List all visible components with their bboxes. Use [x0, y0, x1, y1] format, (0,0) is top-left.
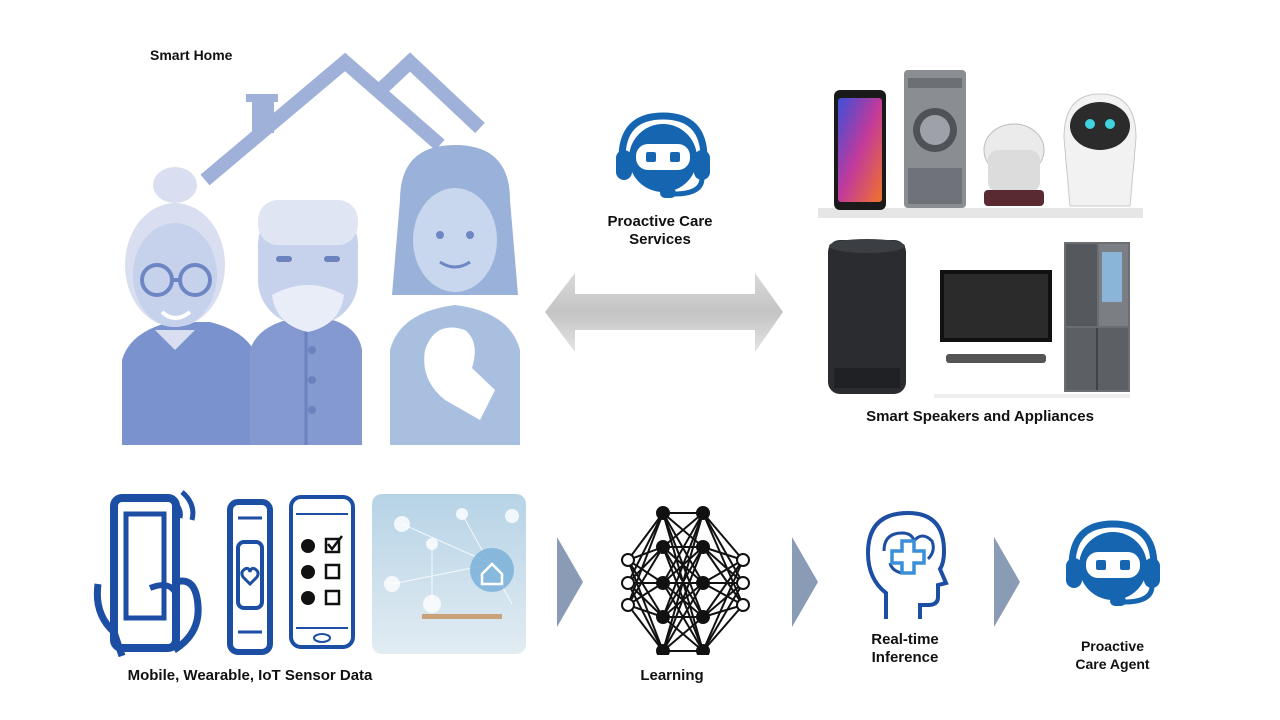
neuron-node	[696, 540, 710, 554]
care-agent-headset-icon	[608, 108, 718, 203]
iot-smart-home-image	[372, 494, 526, 654]
inference-line1: Real-time	[871, 631, 939, 648]
neuron-node	[621, 598, 635, 612]
mother-with-baby-icon	[390, 145, 520, 445]
television-icon	[934, 270, 1130, 398]
neuron-node	[736, 576, 750, 590]
neuron-node	[736, 598, 750, 612]
smart-speakers-label: Smart Speakers and Appliances	[866, 408, 1094, 425]
care-agent-headset-icon	[1058, 516, 1168, 611]
home-robot-icon	[1063, 93, 1137, 207]
neuron-node	[696, 610, 710, 624]
neuron-node	[621, 576, 635, 590]
care-agent-line2: Care Agent	[1075, 656, 1150, 672]
neuron-node	[736, 553, 750, 567]
neuron-node	[656, 576, 670, 590]
flow-chevron-icon	[994, 537, 1020, 627]
neuron-node	[656, 610, 670, 624]
proactive-care-services-line2: Services	[629, 231, 691, 248]
neuron-node	[696, 576, 710, 590]
survey-phone-icon	[288, 494, 356, 650]
neuron-node	[696, 644, 710, 655]
flow-chevron-icon	[792, 537, 818, 627]
smart-speaker-icon	[828, 239, 906, 394]
proactive-care-services-line1: Proactive Care	[607, 213, 713, 230]
neural-network-icon	[618, 505, 758, 655]
care-agent-label: Proactive Care Agent	[1050, 637, 1175, 673]
smartphone-icon	[834, 90, 886, 210]
grandfather-icon	[250, 200, 362, 445]
neuron-node	[696, 506, 710, 520]
smart-appliances-top-row	[818, 68, 1143, 220]
care-agent-line1: Proactive	[1080, 638, 1145, 654]
flow-chevron-icon	[557, 537, 583, 627]
learning-label: Learning	[640, 667, 704, 684]
neuron-node	[656, 506, 670, 520]
robot-cleaner-icon	[983, 123, 1045, 206]
smart-home-title: Smart Home	[150, 47, 233, 63]
house-roof-icon	[200, 52, 485, 186]
head-medical-cross-icon	[862, 505, 950, 623]
washing-machine-icon	[904, 70, 966, 208]
wearable-band-icon	[224, 498, 276, 656]
neuron-node	[656, 540, 670, 554]
neuron-node	[656, 644, 670, 655]
refrigerator-icon	[1064, 242, 1130, 392]
proactive-care-services-label: Proactive Care Services	[585, 213, 735, 249]
sensor-data-label: Mobile, Wearable, IoT Sensor Data	[127, 667, 373, 684]
bidirectional-arrow-icon	[545, 270, 785, 355]
smart-home-family-illustration	[100, 50, 540, 450]
grandmother-icon	[122, 167, 258, 445]
smart-appliances-bottom-row	[826, 236, 1136, 398]
neuron-node	[621, 553, 635, 567]
inference-line2: Inference	[871, 649, 939, 666]
mobile-hand-icon	[92, 484, 204, 662]
inference-label: Real-time Inference	[845, 631, 965, 667]
